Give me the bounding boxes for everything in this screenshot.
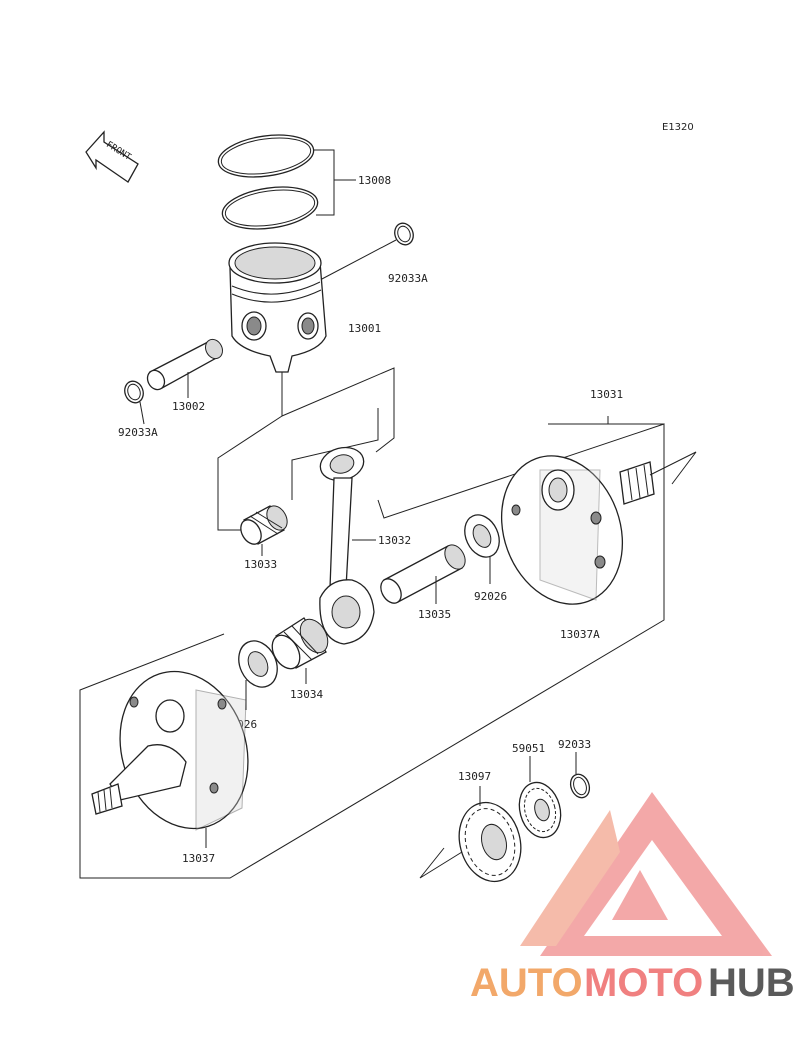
part-label-13008: 13008	[358, 174, 391, 187]
piston-pin	[146, 338, 223, 391]
watermark-moto: MOTO	[584, 961, 703, 1005]
piston	[228, 242, 327, 373]
circlip-top	[394, 222, 414, 246]
piston-rings	[217, 134, 319, 230]
balancer-gear	[518, 781, 562, 839]
part-label-92033A-top: 92033A	[388, 272, 428, 285]
part-label-92033: 92033	[558, 738, 591, 751]
small-end-bearing	[240, 505, 288, 545]
connecting-rod	[319, 446, 375, 645]
primary-gear	[458, 801, 522, 883]
part-label-59051: 59051	[512, 742, 545, 755]
automotohub-logo	[520, 792, 772, 956]
watermark-auto: AUTO	[470, 961, 583, 1005]
part-label-13037: 13037	[182, 852, 215, 865]
part-label-13001: 13001	[348, 322, 381, 335]
part-label-13033: 13033	[244, 558, 277, 571]
watermark-hub: HUB	[708, 961, 795, 1005]
front-arrow-icon: FRONT	[85, 130, 139, 183]
thrust-washer-left	[238, 640, 278, 688]
part-label-13002: 13002	[172, 400, 205, 413]
right-crank-half	[500, 455, 655, 605]
left-crank-half	[91, 670, 249, 831]
part-label-13032: 13032	[378, 534, 411, 547]
thrust-washer-right	[464, 514, 500, 558]
part-label-13035: 13035	[418, 608, 451, 621]
circlip-gear	[569, 773, 591, 799]
part-label-92026-right: 92026	[474, 590, 507, 603]
crank-pin	[380, 544, 466, 604]
diagram-code: E1320	[662, 122, 694, 133]
part-label-13031: 13031	[590, 388, 623, 401]
part-label-13037A: 13037A	[560, 628, 600, 641]
part-label-92033A-left: 92033A	[118, 426, 158, 439]
circlip-left	[124, 380, 144, 404]
part-label-13097: 13097	[458, 770, 491, 783]
part-label-13034: 13034	[290, 688, 323, 701]
